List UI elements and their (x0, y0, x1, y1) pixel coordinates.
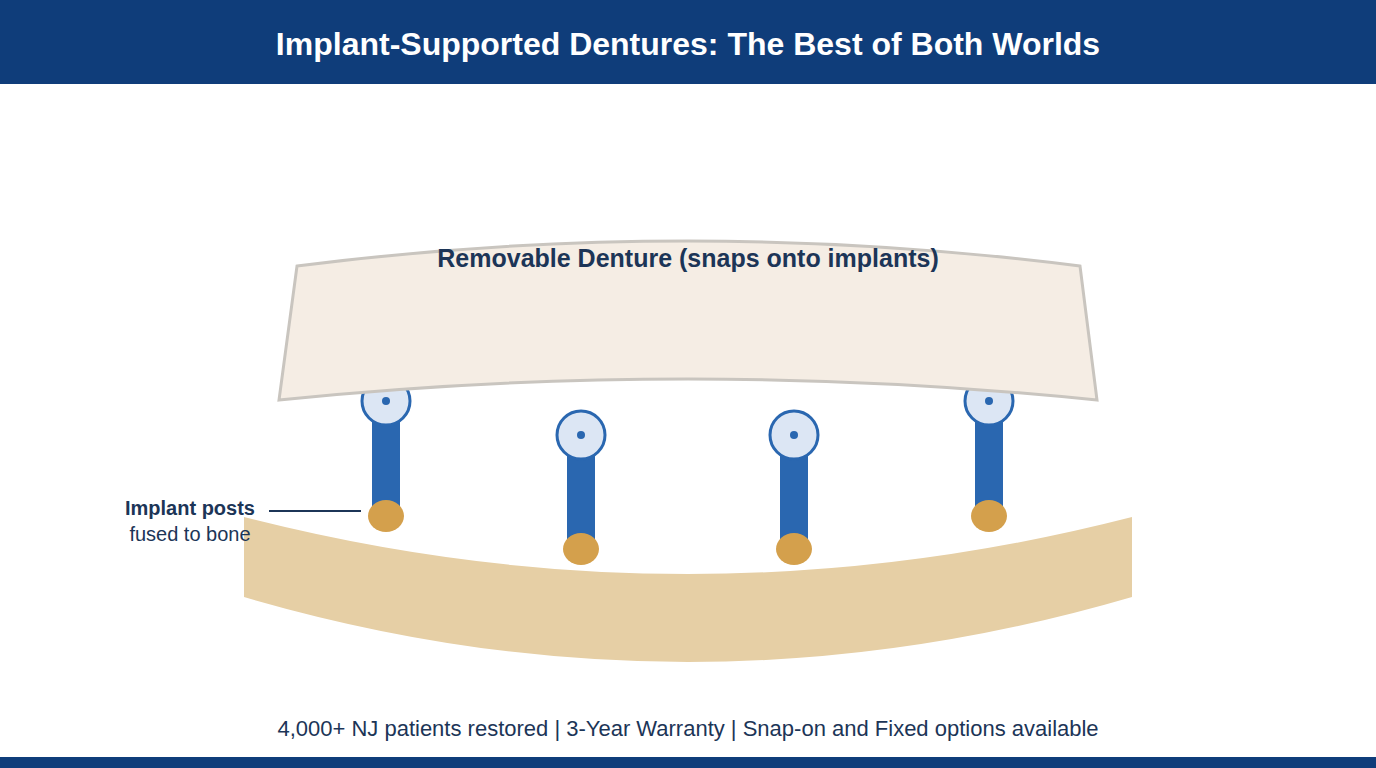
callout: Implant postsfused to bone (100, 495, 280, 547)
bottom-bar (0, 757, 1376, 768)
denture-body (279, 241, 1097, 400)
node-label: Removable Denture (snaps onto implants) (279, 244, 1097, 273)
implant-post (557, 411, 605, 565)
implant-post (362, 377, 410, 532)
denture-shape: Removable Denture (snaps onto implants) (279, 241, 1097, 426)
leader-line (269, 510, 361, 512)
implant-post (770, 411, 818, 565)
page-title: Implant-Supported Dentures: The Best of … (0, 0, 1376, 84)
callout-label: Implant posts (100, 495, 280, 521)
jaw-bone (244, 517, 1132, 662)
implant-post (965, 377, 1013, 532)
callout-label: fused to bone (100, 521, 280, 547)
caption: 4,000+ NJ patients restored | 3-Year War… (0, 716, 1376, 742)
